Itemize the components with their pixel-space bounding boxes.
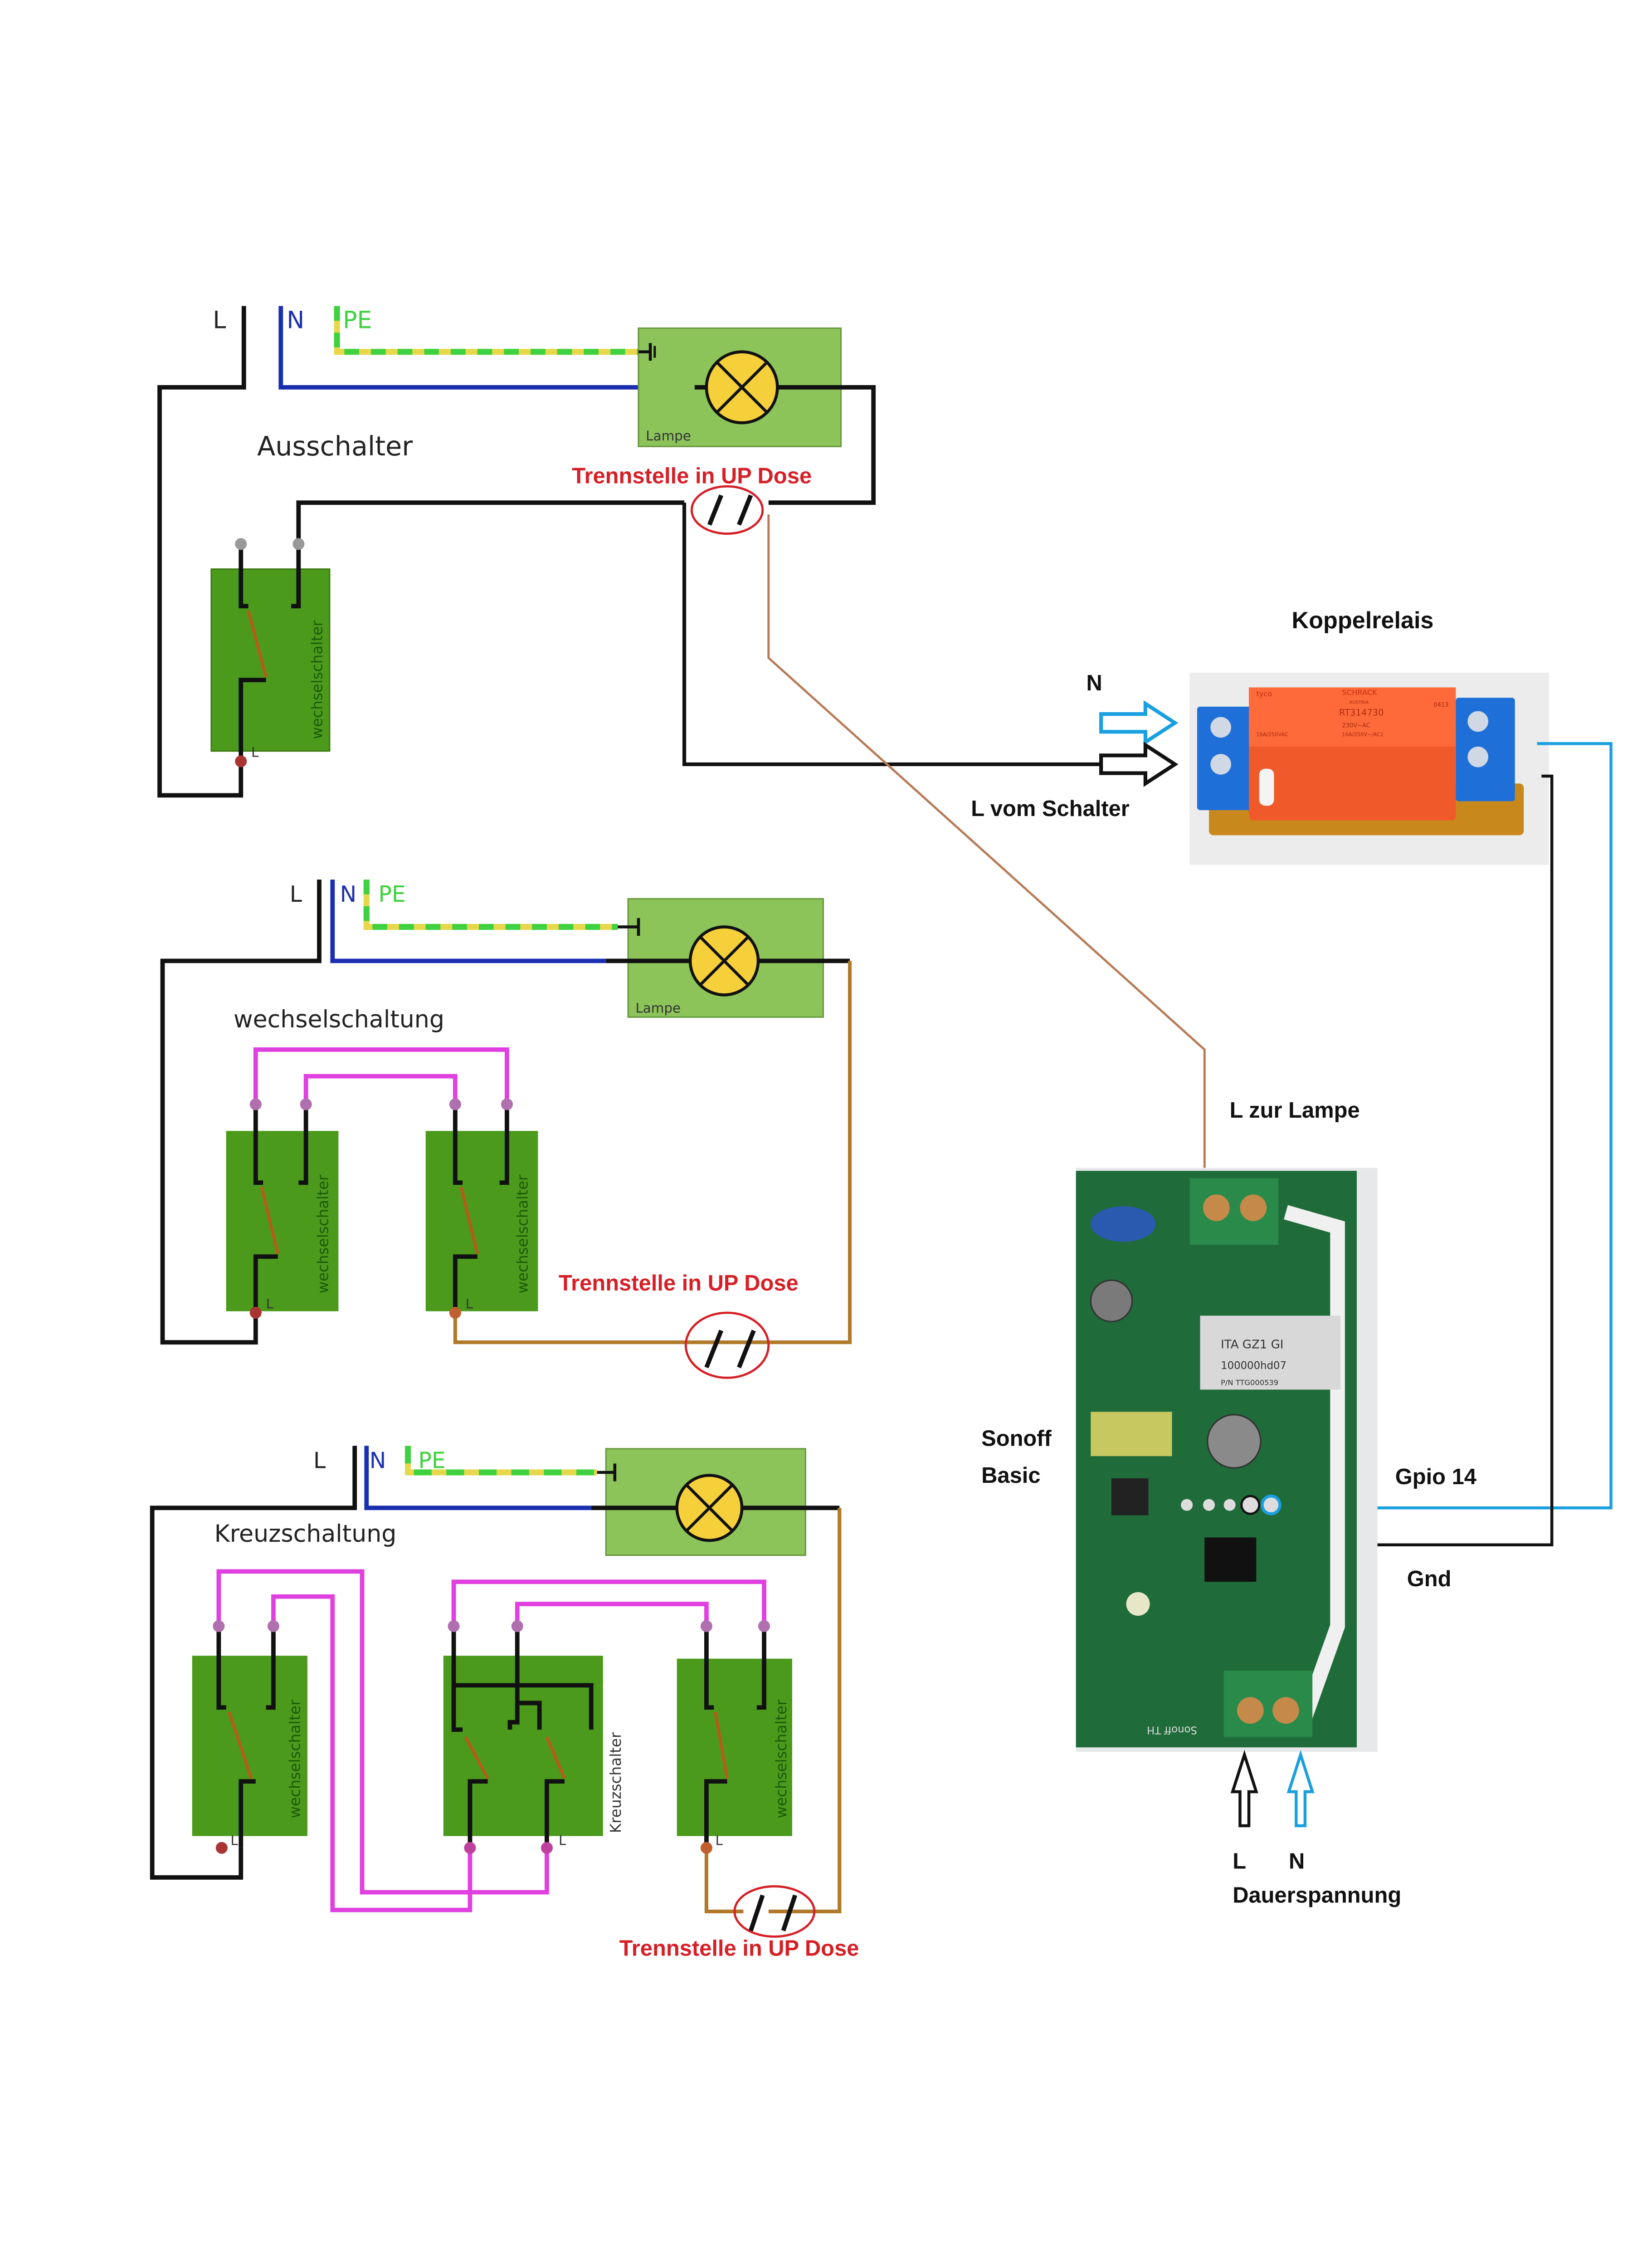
switch-terminal: L	[559, 1833, 566, 1848]
switch-label: wechselschalter	[287, 1699, 304, 1818]
lamp-icon	[675, 1474, 744, 1542]
supply-n-arrow-icon	[1286, 1750, 1315, 1828]
relay-photo: SCHRACK AUSTRIA RT314730 230V~AC 16A/250…	[1189, 672, 1549, 865]
gpio14-label: Gpio 14	[1395, 1465, 1476, 1489]
conductor-label-n: N	[287, 307, 304, 334]
conductor-label-l: L	[213, 307, 226, 334]
switch-output-wire	[296, 500, 685, 547]
section-title: Kreuzschaltung	[214, 1520, 397, 1548]
gnd-label: Gnd	[1407, 1567, 1452, 1591]
conductor-label-l: L	[313, 1447, 326, 1473]
transformer-text-1: ITA GZ1 GI	[1221, 1338, 1284, 1351]
conductor-label-n: N	[340, 881, 357, 907]
supply-l-arrow-icon	[1230, 1750, 1258, 1828]
lamp-label: Lampe	[646, 428, 691, 444]
gpio14-pin	[1261, 1494, 1281, 1515]
conductor-label-pe: PE	[378, 881, 405, 907]
conductor-label-l: L	[290, 881, 302, 907]
lamp-icon	[705, 350, 779, 425]
pe-wire	[334, 306, 651, 355]
ground-icon	[638, 343, 656, 361]
switch-label: Kreuzschalter	[607, 1732, 624, 1833]
switch-terminal: L	[266, 1296, 274, 1311]
ground-icon	[618, 918, 640, 936]
sonoff-label-1: Sonoff	[981, 1426, 1052, 1451]
ground-icon	[597, 1463, 617, 1481]
relay-input-l-label: L vom Schalter	[971, 797, 1130, 821]
l-to-lamp-wire	[767, 514, 1206, 1168]
sonoff-output-label: L zur Lampe	[1230, 1098, 1360, 1123]
l-arrow-icon	[1099, 742, 1179, 787]
relay-contact-rating: 16A/250V~/AC1	[1342, 731, 1384, 738]
separation-label: Trennstelle in UP Dose	[572, 464, 812, 489]
relay-section: Koppelrelais N L vom Schalter SCHRACK AU…	[971, 607, 1613, 1546]
switch-terminal: L	[466, 1296, 473, 1311]
separation-circle	[690, 485, 764, 535]
sonoff-label-2: Basic	[981, 1463, 1040, 1488]
switch-label: wechselschalter	[309, 620, 326, 739]
lamp-icon	[688, 925, 760, 997]
gpio14-wire	[1271, 742, 1613, 1510]
switch-label: wechselschalter	[773, 1699, 790, 1818]
transformer-text-2: 100000hd07	[1221, 1360, 1286, 1372]
relay-brand: SCHRACK	[1342, 688, 1378, 697]
relay-input-n-label: N	[1087, 671, 1102, 695]
conductor-label-n: N	[370, 1447, 386, 1473]
switch-terminal: L	[230, 1833, 238, 1848]
gnd-pin	[1240, 1495, 1261, 1515]
switch-terminal: L	[251, 745, 259, 760]
relay-title: Koppelrelais	[1292, 607, 1434, 634]
relay-maker: tyco	[1256, 689, 1272, 698]
sonoff-section: L zur Lampe Sonoff Basic Gpio 14 Gnd ITA…	[981, 1098, 1476, 1908]
switch-box	[210, 568, 331, 752]
relay-country: AUSTRIA	[1350, 700, 1369, 705]
section-ausschalter: L N PE Lampe Ausschalter Trennstelle in …	[157, 306, 1206, 1168]
switch-label: wechselschalter	[315, 1174, 332, 1294]
pcb-text: Sonoff TH	[1147, 1724, 1197, 1736]
conductor-label-pe: PE	[418, 1447, 445, 1473]
relay-date: 0413	[1433, 702, 1448, 709]
relay-part-number: RT314730	[1339, 707, 1384, 718]
section-title: Ausschalter	[257, 431, 413, 462]
supply-label: Dauerspannung	[1233, 1883, 1401, 1907]
l-from-switch-wire	[682, 503, 1101, 767]
sonoff-board-photo: ITA GZ1 GI 100000hd07 P/N TTG000539 Sono…	[1076, 1168, 1378, 1752]
section-title: wechselschaltung	[234, 1006, 444, 1033]
phase-wire	[157, 306, 246, 798]
conductor-label-pe: PE	[343, 307, 372, 334]
separation-label: Trennstelle in UP Dose	[619, 1936, 859, 1961]
transformer-text-3: P/N TTG000539	[1221, 1378, 1278, 1387]
n-arrow-icon	[1099, 700, 1179, 746]
supply-l-label: L	[1233, 1849, 1246, 1873]
section-kreuzschaltung: L N PE Kreuzschaltung	[150, 1446, 859, 1961]
lamp-label: Lampe	[635, 1000, 681, 1016]
separation-circle	[733, 1885, 816, 1938]
relay-rating: 16A/250VAC	[1256, 731, 1288, 738]
section-wechselschaltung: L N PE Lampe wechselschaltung	[160, 880, 852, 1379]
separation-circle	[684, 1311, 770, 1379]
relay-coil-rating: 230V~AC	[1342, 722, 1370, 729]
supply-n-label: N	[1289, 1849, 1305, 1873]
separation-label: Trennstelle in UP Dose	[559, 1271, 799, 1295]
switch-terminal: L	[715, 1833, 723, 1848]
switch-label: wechselschalter	[514, 1174, 531, 1294]
neutral-wire	[278, 306, 695, 390]
